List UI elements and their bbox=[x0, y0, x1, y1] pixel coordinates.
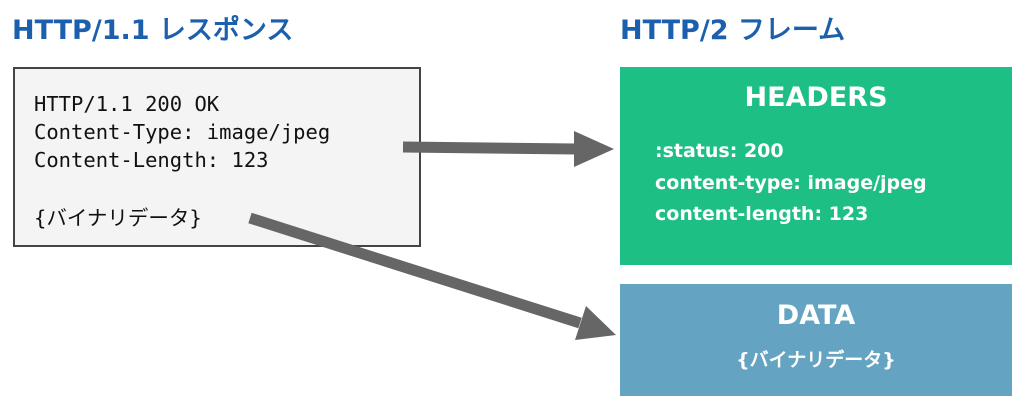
binary-data-line: {バイナリデータ} bbox=[34, 206, 202, 230]
headers-frame: HEADERS :status: 200 content-type: image… bbox=[620, 67, 1012, 265]
content-type-field: content-type: image/jpeg bbox=[655, 172, 927, 194]
http2-frames-heading: HTTP/2 フレーム bbox=[620, 15, 846, 46]
status-line: HTTP/1.1 200 OK bbox=[34, 92, 220, 116]
data-frame-body: {バイナリデータ} bbox=[736, 349, 896, 371]
content-length-field: content-length: 123 bbox=[655, 203, 869, 225]
status-field: :status: 200 bbox=[655, 140, 784, 162]
data-arrow-head bbox=[575, 306, 616, 340]
headers-frame-title: HEADERS bbox=[744, 82, 888, 113]
content-type-line: Content-Type: image/jpeg bbox=[34, 120, 331, 144]
content-length-line: Content-Length: 123 bbox=[34, 148, 269, 172]
headers-arrow-head bbox=[574, 131, 614, 167]
data-frame: DATA {バイナリデータ} bbox=[620, 284, 1012, 396]
headers-arrow bbox=[402, 131, 614, 167]
headers-arrow-shaft bbox=[402, 141, 577, 155]
http1-response-heading: HTTP/1.1 レスポンス bbox=[12, 15, 294, 46]
data-arrow bbox=[248, 212, 616, 340]
http1-response-box: HTTP/1.1 200 OK Content-Type: image/jpeg… bbox=[13, 67, 421, 247]
data-arrow-shaft bbox=[248, 212, 582, 329]
data-frame-title: DATA bbox=[776, 300, 856, 331]
